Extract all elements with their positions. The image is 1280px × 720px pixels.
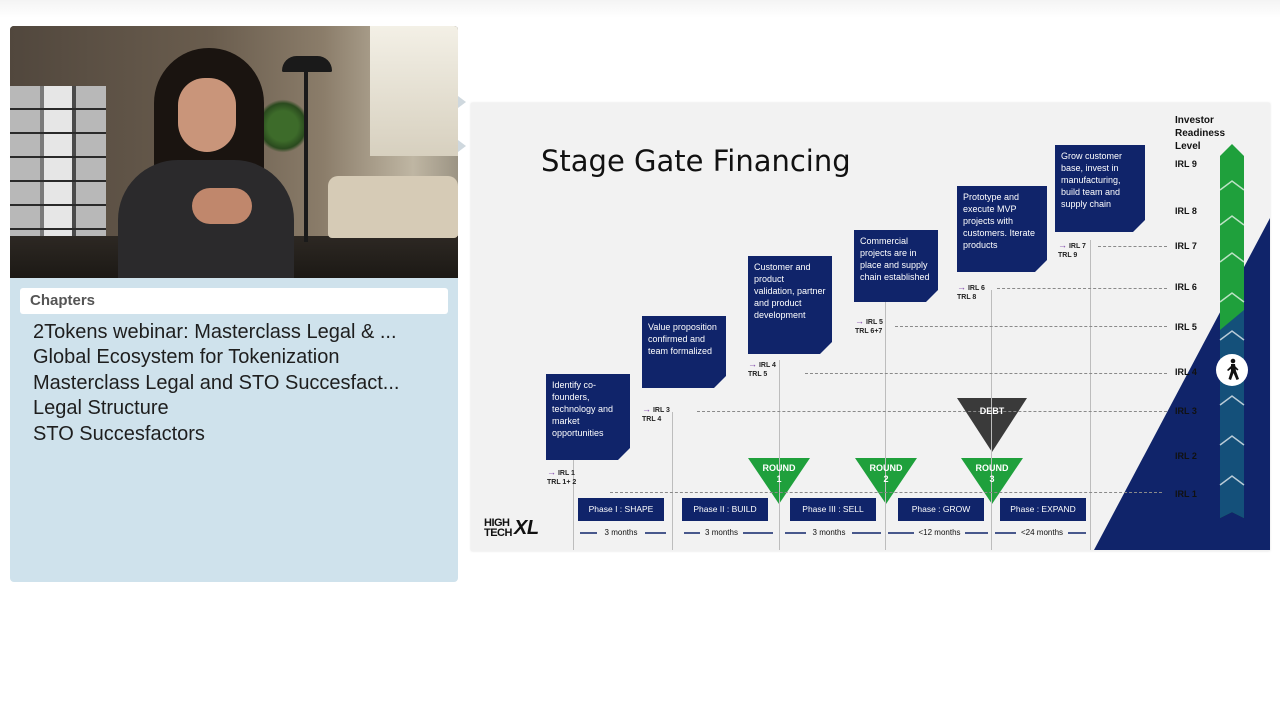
chapter-item[interactable]: 2Tokens webinar: Masterclass Legal & ... <box>33 321 397 343</box>
chapter-item[interactable]: Legal Structure <box>33 397 169 420</box>
round-2-triangle <box>855 458 917 504</box>
timeline-line <box>672 412 673 550</box>
irl-scale-label: IRL 9 <box>1175 159 1197 169</box>
irl-dashed-line <box>1098 246 1167 247</box>
irl-heading: Investor Readiness Level <box>1175 115 1226 152</box>
duration-label: 3 months <box>604 528 638 537</box>
presenter-face <box>178 78 236 152</box>
slide-title: Stage Gate Financing <box>541 144 851 178</box>
panel-arrow <box>458 140 466 152</box>
irl-dashed-line <box>895 326 1167 327</box>
phase-sell: Phase III : SELL <box>790 498 876 521</box>
phase-grow: Phase : GROW <box>898 498 984 521</box>
duration-label: 3 months <box>705 528 738 537</box>
panel-arrow <box>458 96 466 108</box>
chapters-panel: Chapters 2Tokens webinar: Masterclass Le… <box>10 26 458 582</box>
video-plant <box>260 96 306 156</box>
duration-label: <24 months <box>1020 528 1064 537</box>
duration-label: 3 months <box>812 528 846 537</box>
chapter-item[interactable]: Masterclass Legal and STO Succesfact... <box>33 371 400 394</box>
top-bar <box>0 0 1280 18</box>
timeline-line <box>885 300 886 550</box>
irl-dashed-line <box>697 411 1167 412</box>
stage-box-1: Identify co-founders, technology and mar… <box>546 374 630 460</box>
irl-scale-label: IRL 4 <box>1175 367 1197 377</box>
irl-dashed-line <box>997 288 1167 289</box>
irl-arrow-chevrons <box>1219 180 1245 486</box>
irl-arrow <box>1216 144 1248 518</box>
irl-dashed-line <box>610 492 1162 493</box>
debt-label: DEBT <box>979 406 1005 416</box>
video-window <box>370 26 458 156</box>
timeline-line <box>779 360 780 550</box>
timeline-line <box>1090 240 1091 550</box>
timeline-line <box>573 460 574 550</box>
presenter <box>118 48 298 278</box>
phase-build: Phase II : BUILD <box>682 498 768 521</box>
chapter-item[interactable]: STO Succesfactors <box>33 422 205 445</box>
video-lamp <box>282 56 332 72</box>
irl-scale-label: IRL 5 <box>1175 322 1197 332</box>
irl-scale-label: IRL 2 <box>1175 451 1197 461</box>
logo-top: HIGH <box>484 517 510 529</box>
stage-box-5: Prototype and execute MVP projects with … <box>957 186 1047 272</box>
presenter-hands <box>192 188 252 224</box>
phase-shape: Phase I : SHAPE <box>578 498 664 521</box>
irl-scale-label: IRL 7 <box>1175 241 1197 251</box>
chapter-list: 2Tokens webinar: Masterclass Legal & ...… <box>33 320 453 447</box>
video-sofa <box>328 176 458 238</box>
timeline-line <box>991 290 992 550</box>
logo-bottom: TECH <box>484 527 512 539</box>
phase-expand: Phase : EXPAND <box>1000 498 1086 521</box>
walker-icon <box>1227 358 1239 380</box>
presenter-video[interactable] <box>10 26 458 278</box>
stage-box-6: Grow customer base, invest in manufactur… <box>1055 145 1145 232</box>
irl-scale-label: IRL 8 <box>1175 206 1197 216</box>
video-lamp-pole <box>304 72 308 242</box>
stage-box-2: Value proposition confirmed and team for… <box>642 316 726 388</box>
logo-xl: XL <box>514 517 539 539</box>
round-3-triangle <box>961 458 1023 504</box>
duration-label: <12 months <box>918 528 961 537</box>
irl-dashed-line <box>805 373 1167 374</box>
chapters-header-label: Chapters <box>30 292 96 309</box>
irl-scale-label: IRL 6 <box>1175 282 1197 292</box>
irl-scale-label: IRL 3 <box>1175 406 1197 416</box>
stage-box-3: Customer and product validation, partner… <box>748 256 832 354</box>
hightechxl-logo: HIGH TECH XL <box>484 517 539 539</box>
irl-scale-label: IRL 1 <box>1175 489 1197 499</box>
irl-arrow-lower <box>1220 310 1244 518</box>
chapters-header: Chapters <box>20 288 448 314</box>
chapter-item[interactable]: Global Ecosystem for Tokenization <box>33 346 340 369</box>
stage-box-4: Commercial projects are in place and sup… <box>854 230 938 302</box>
